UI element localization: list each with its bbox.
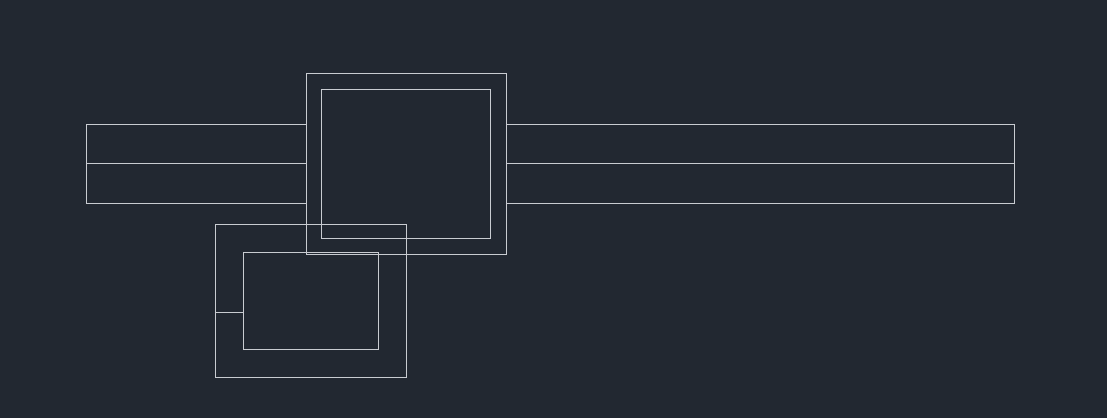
right-beam (506, 124, 1015, 204)
lower-column-outer (215, 224, 407, 378)
lower-column-inner (243, 252, 379, 350)
upper-column-inner (321, 89, 491, 239)
left-beam (86, 124, 307, 204)
lower-column (215, 224, 407, 378)
